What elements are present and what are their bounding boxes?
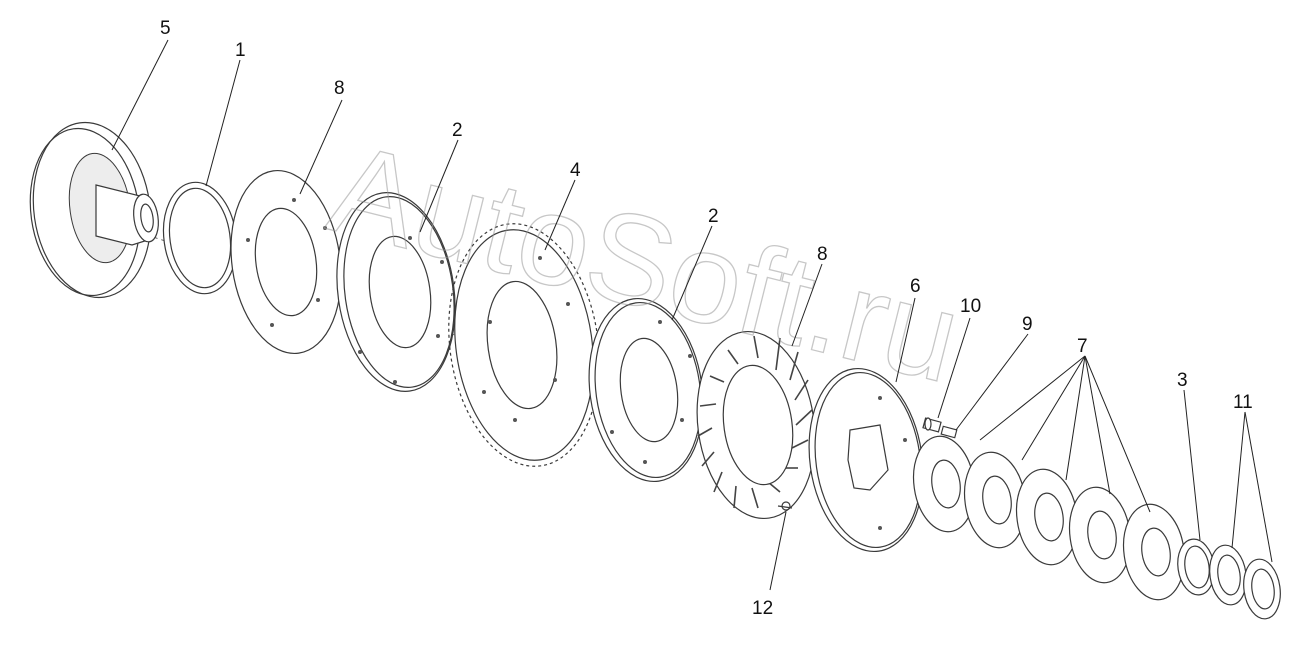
- callout-1: 1: [235, 40, 246, 61]
- part-9-pin: [940, 425, 958, 439]
- callout-8-right: 8: [817, 244, 828, 265]
- callout-11: 11: [1233, 392, 1253, 413]
- part-5-flanged-hub: [29, 121, 159, 299]
- leader-lines: [111, 39, 1273, 591]
- callout-2-right: 2: [708, 206, 719, 227]
- callout-5: 5: [160, 18, 171, 39]
- part-4-sprocket: [448, 223, 600, 467]
- part-8-friction-disc-right: [696, 330, 816, 520]
- callout-3: 3: [1177, 370, 1188, 391]
- callout-9: 9: [1022, 314, 1033, 335]
- callout-4: 4: [570, 160, 581, 181]
- part-2-plate-left: [336, 192, 456, 392]
- callout-10: 10: [960, 296, 981, 317]
- callout-6: 6: [910, 276, 921, 297]
- part-8-plate-left: [230, 169, 342, 355]
- callout-12: 12: [752, 598, 773, 619]
- callout-8-left: 8: [334, 78, 345, 99]
- part-10-bolt: [922, 417, 942, 433]
- part-7-washers: [912, 435, 1186, 601]
- callout-2-left: 2: [452, 120, 463, 141]
- part-11-nuts: [1209, 544, 1281, 620]
- part-1-ring: [162, 181, 238, 295]
- callout-7: 7: [1077, 336, 1088, 357]
- part-3-small-ring: [1177, 538, 1215, 596]
- part-2-plate-right: [588, 297, 704, 483]
